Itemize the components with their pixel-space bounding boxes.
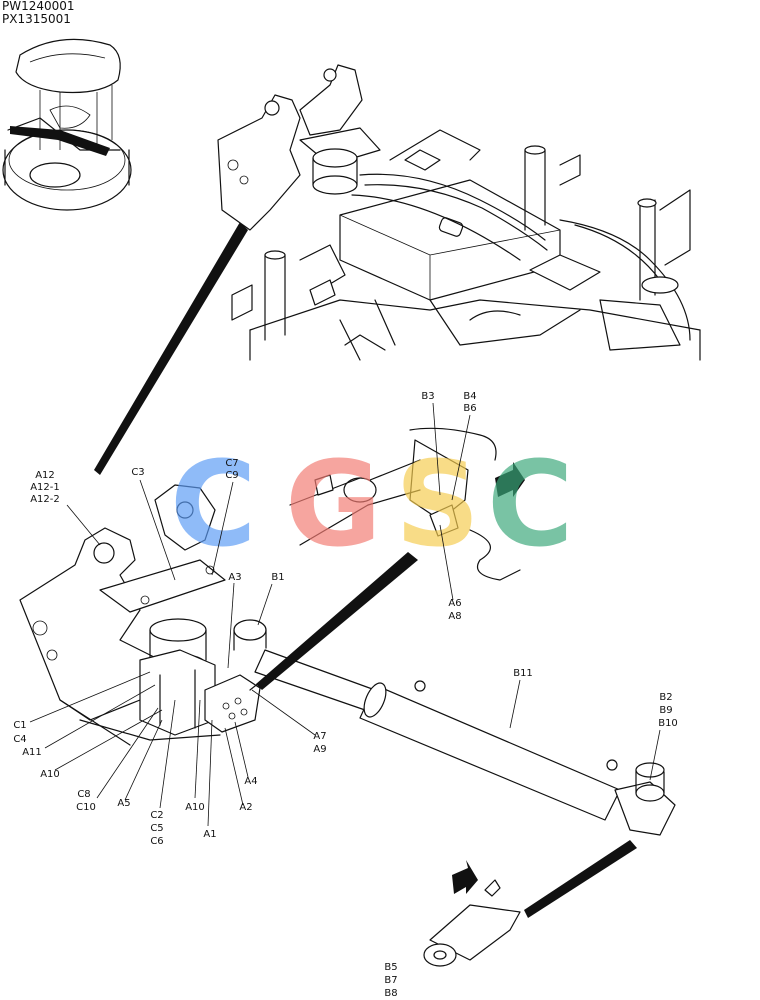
callout-c3: C3: [131, 467, 144, 478]
detail-pointer-wedge-2: [256, 552, 418, 690]
callout-b11: B11: [513, 668, 533, 679]
callout-a5: A5: [117, 798, 130, 809]
callout-a1: A1: [203, 829, 216, 840]
callout-a4: A4: [244, 776, 257, 787]
upper-frame-drawing: [217, 64, 701, 361]
leader-lines: [29, 402, 661, 827]
callout-a2: A2: [239, 802, 252, 813]
detail-pointer-wedge: [94, 222, 248, 475]
detail-pointer-wedge-3: [524, 840, 637, 918]
drawing-code-1: PW1240001: [2, 0, 75, 13]
callout-a3: A3: [228, 572, 241, 583]
drawing-code-2: PX1315001: [2, 12, 71, 26]
rod-end-inset: [289, 427, 525, 581]
swing-bracket-drawing: [19, 484, 676, 836]
watermark-letter-g: G: [285, 435, 382, 573]
watermark: C G S C: [170, 435, 574, 573]
bottom-end-inset: [423, 860, 521, 967]
callout-a11: A11: [22, 747, 42, 758]
watermark-letter-c2: C: [487, 435, 574, 573]
callout-a10-left: A10: [40, 769, 60, 780]
callout-b1: B1: [271, 572, 284, 583]
callout-a10-center: A10: [185, 802, 205, 813]
machine-overview-thumbnail: [2, 38, 132, 211]
watermark-letter-c1: C: [170, 435, 257, 573]
watermark-letter-s: S: [395, 435, 480, 573]
callout-b3: B3: [421, 391, 434, 402]
